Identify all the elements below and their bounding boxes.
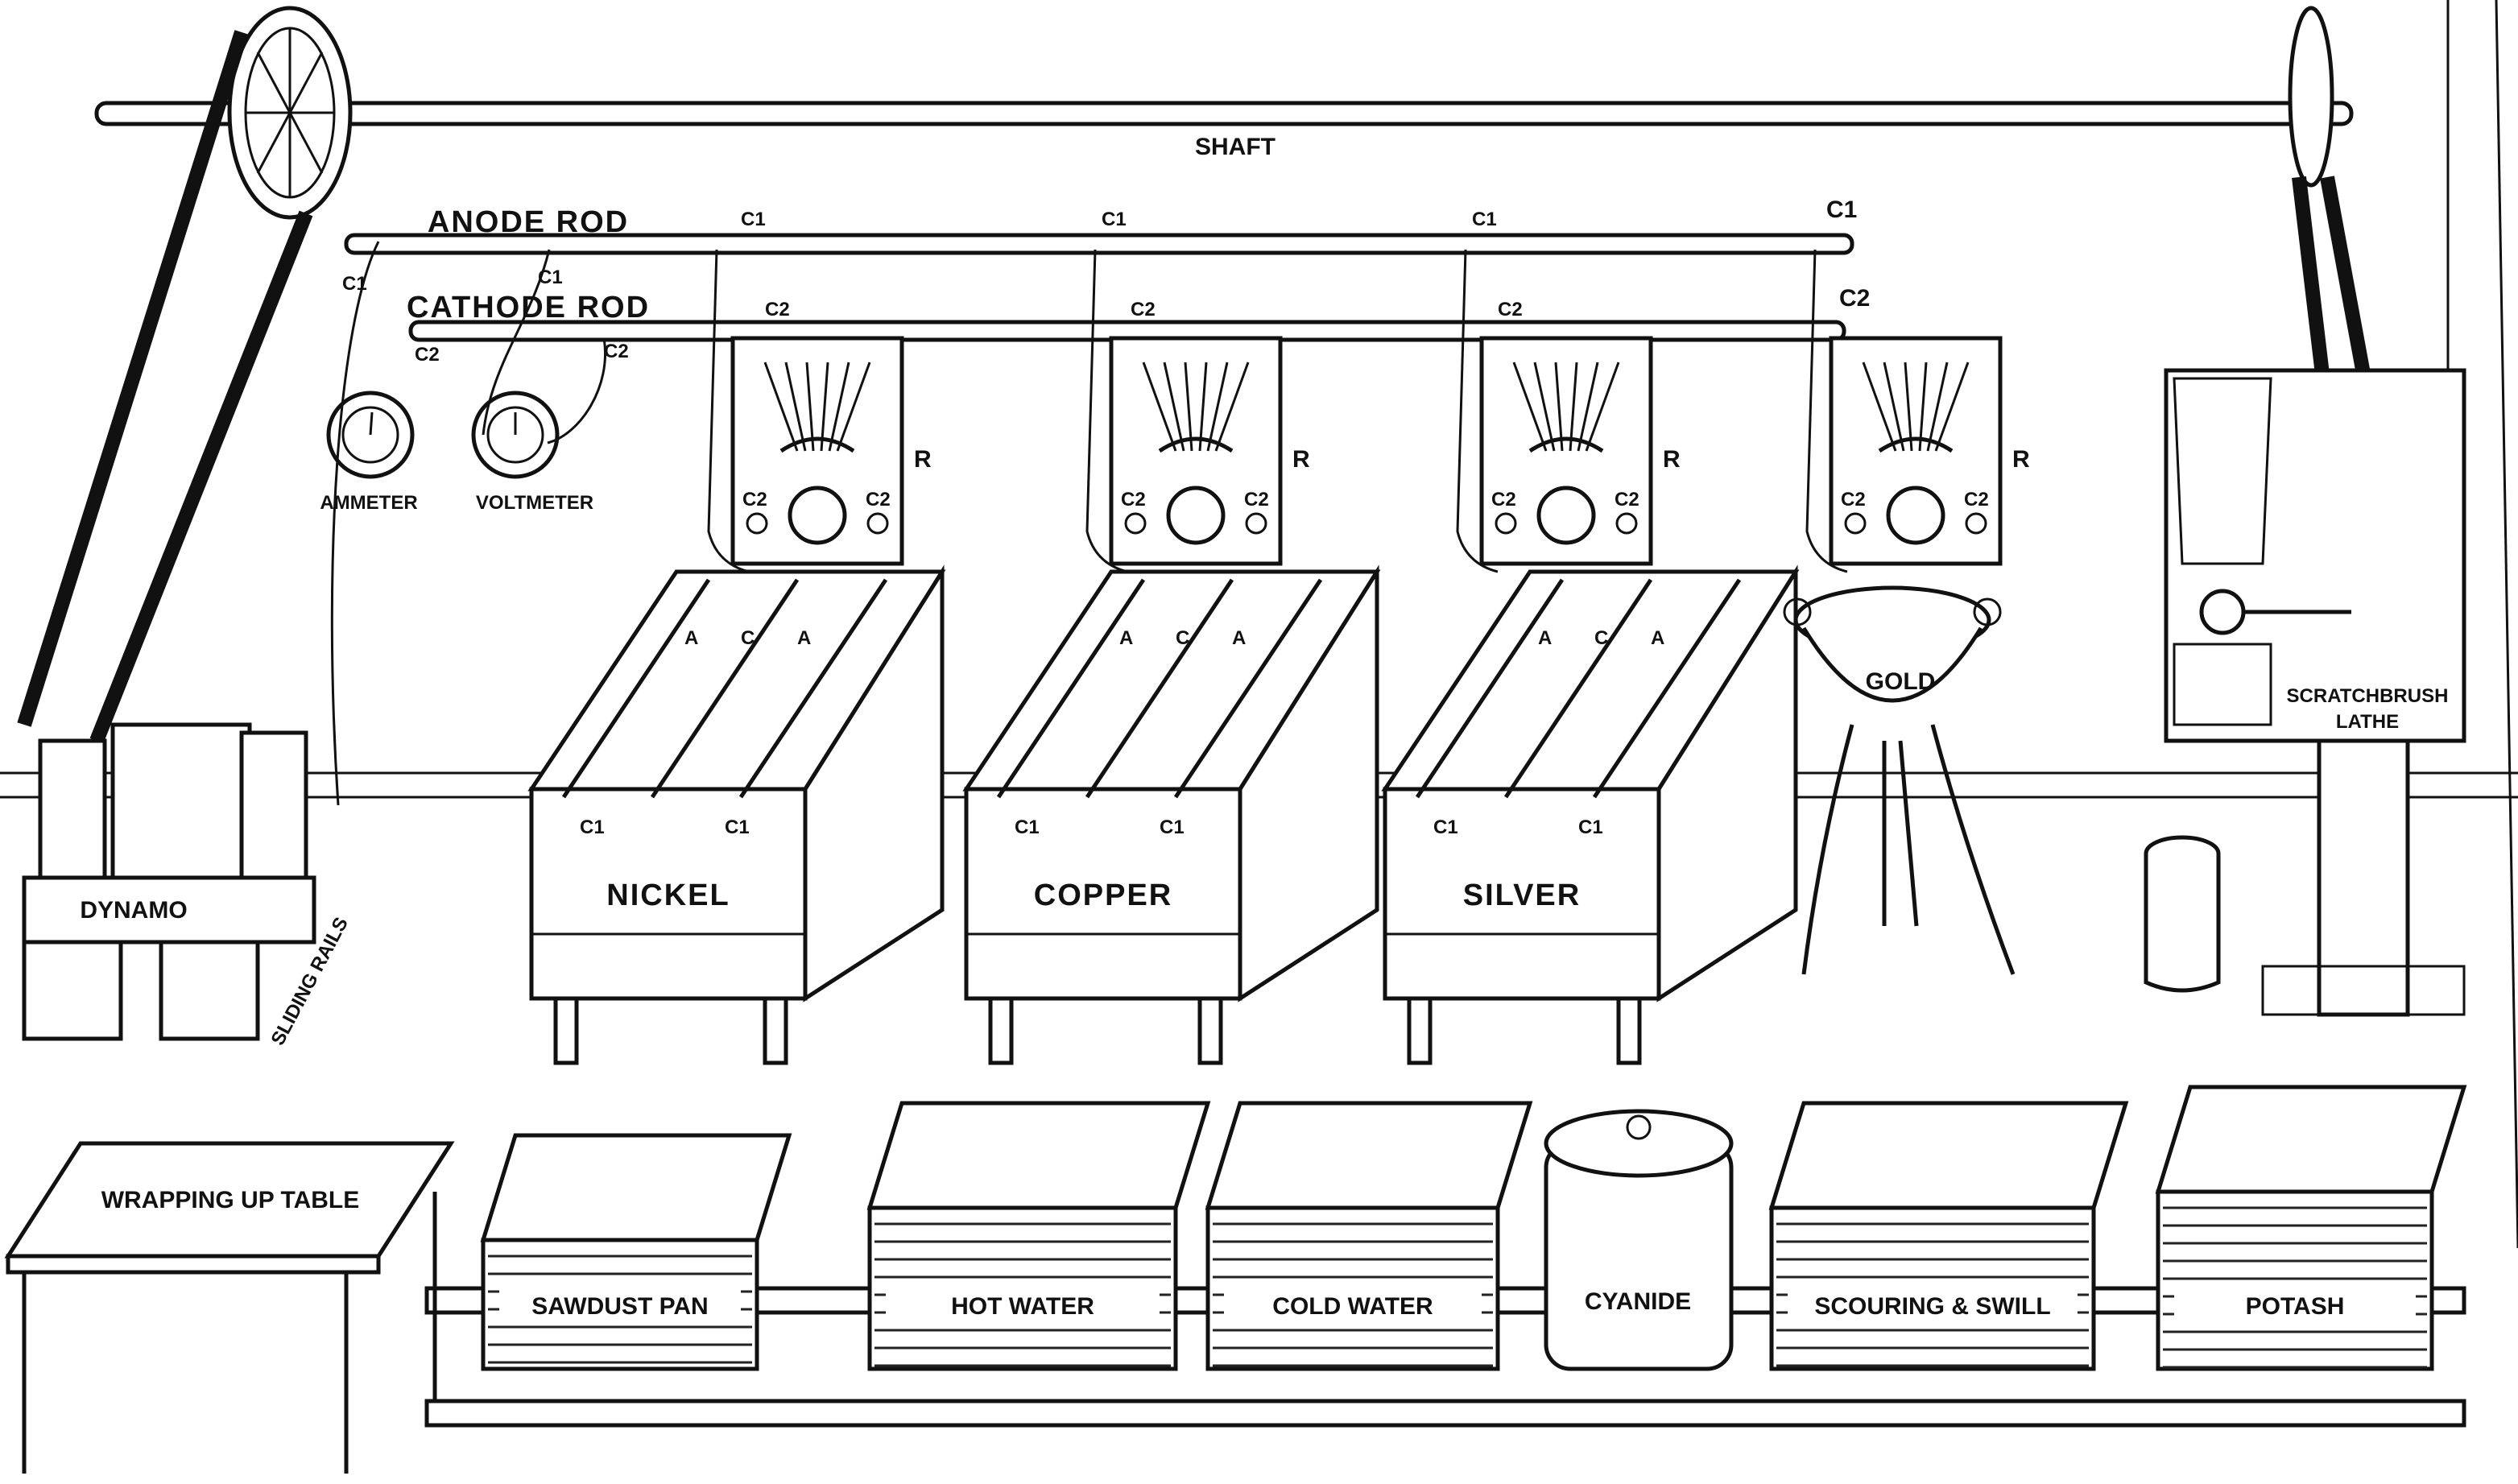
anode-label: A <box>684 627 698 649</box>
c2-label: C2 <box>742 489 767 511</box>
bench-label: SCOURING & SWILL <box>1814 1293 2050 1320</box>
dynamo-belt <box>17 30 313 744</box>
bath-label-nickel: NICKEL <box>606 878 730 912</box>
c1-label: C1 <box>1102 209 1127 230</box>
bath-label-gold: GOLD <box>1866 668 1936 695</box>
rheostat-label: R <box>1292 446 1310 473</box>
gold-bath: GOLD <box>1783 585 2016 975</box>
c2-label: C2 <box>765 299 790 320</box>
rheostat-label: R <box>2012 446 2030 473</box>
bath-label-silver: SILVER <box>1463 878 1581 912</box>
scratchbrush-lathe: SCRATCHBRUSH LATHE <box>2144 368 2466 1017</box>
left-pulley <box>227 6 353 220</box>
c1-label: C1 <box>1160 816 1185 838</box>
bench-label: HOT WATER <box>951 1293 1094 1320</box>
anode-label: A <box>797 627 811 649</box>
shaft-label: SHAFT <box>1195 134 1276 160</box>
shaft: SHAFT <box>94 101 2354 160</box>
bath-label-copper: COPPER <box>1034 878 1172 912</box>
voltmeter: VOLTMETER <box>471 249 606 514</box>
bench-item-sawdust-pan: SAWDUST PAN <box>480 1133 792 1371</box>
rheostat-label: R <box>1663 446 1681 473</box>
dynamo: DYNAMO SLIDING RAILS <box>22 722 353 1049</box>
c1-label: C1 <box>741 209 766 230</box>
bench-label: POTASH <box>2246 1293 2345 1320</box>
c2-label: C2 <box>1498 299 1523 320</box>
lathe-label-line1: SCRATCHBRUSH <box>2287 685 2449 707</box>
bench-label: SAWDUST PAN <box>531 1293 708 1320</box>
c1-label: C1 <box>1826 196 1857 223</box>
c2-label: C2 <box>604 341 629 362</box>
rheostat-label: R <box>914 446 932 473</box>
ammeter: AMMETER <box>320 241 418 806</box>
cathode-label: C <box>1176 627 1189 649</box>
lathe-label-line2: LATHE <box>2336 711 2399 733</box>
anode-label: A <box>1651 627 1664 649</box>
c1-label: C1 <box>1433 816 1458 838</box>
bench-label: COLD WATER <box>1272 1293 1433 1320</box>
dynamo-label: DYNAMO <box>80 897 187 924</box>
c2-label: C2 <box>1131 299 1156 320</box>
c1-label: C1 <box>580 816 605 838</box>
bench-item-potash: POTASH <box>2155 1085 2467 1371</box>
c2-label: C2 <box>1121 489 1146 511</box>
c2-label: C2 <box>415 344 440 366</box>
c2-label: C2 <box>1491 489 1516 511</box>
bench-label-wrapping-up-table: WRAPPING UP TABLE <box>101 1187 360 1213</box>
bench-label: CYANIDE <box>1585 1288 1691 1315</box>
bench-items: SAWDUST PAN HOT WATER COLD WATER SCOURING &… <box>480 1085 2467 1371</box>
c2-label: C2 <box>1615 489 1639 511</box>
right-pulley <box>2288 6 2334 188</box>
anode-rod: ANODE ROD C1 C1 C1 C1 C1 C1 <box>342 196 1857 295</box>
plating-tank: COPPER A C A C1 C1 <box>962 564 1381 1065</box>
plating-tank: SILVER A C A C1 C1 <box>1381 564 1800 1065</box>
cathode-rod: CATHODE ROD C2 C2 C2 C2 C2 C2 <box>407 285 1870 366</box>
bench-item-scouring-swill: SCOURING & SWILL <box>1768 1101 2129 1371</box>
anode-label: A <box>1232 627 1246 649</box>
c2-label: C2 <box>1244 489 1269 511</box>
ammeter-label: AMMETER <box>320 492 417 514</box>
cathode-label: C <box>1594 627 1608 649</box>
anode-label: A <box>1538 627 1552 649</box>
bench-item-cold-water: COLD WATER <box>1205 1101 1533 1371</box>
c1-label: C1 <box>1578 816 1603 838</box>
plating-tank: NICKEL A C A C1 C1 <box>527 564 946 1065</box>
c1-label: C1 <box>1015 816 1040 838</box>
anode-label: A <box>1119 627 1133 649</box>
bench-item-hot-water: HOT WATER <box>866 1101 1211 1371</box>
bench-item-cyanide: CYANIDE <box>1544 1109 1734 1371</box>
c2-label: C2 <box>866 489 891 511</box>
c2-label: C2 <box>1841 489 1866 511</box>
c1-label: C1 <box>725 816 750 838</box>
cathode-label: C <box>741 627 755 649</box>
wrapping-up-table: WRAPPING UP TABLE <box>4 1141 455 1474</box>
anode-rod-label: ANODE ROD <box>428 205 629 239</box>
c2-label: C2 <box>1839 285 1870 312</box>
c2-label: C2 <box>1964 489 1989 511</box>
c1-label: C1 <box>1472 209 1497 230</box>
voltmeter-label: VOLTMETER <box>476 492 593 514</box>
